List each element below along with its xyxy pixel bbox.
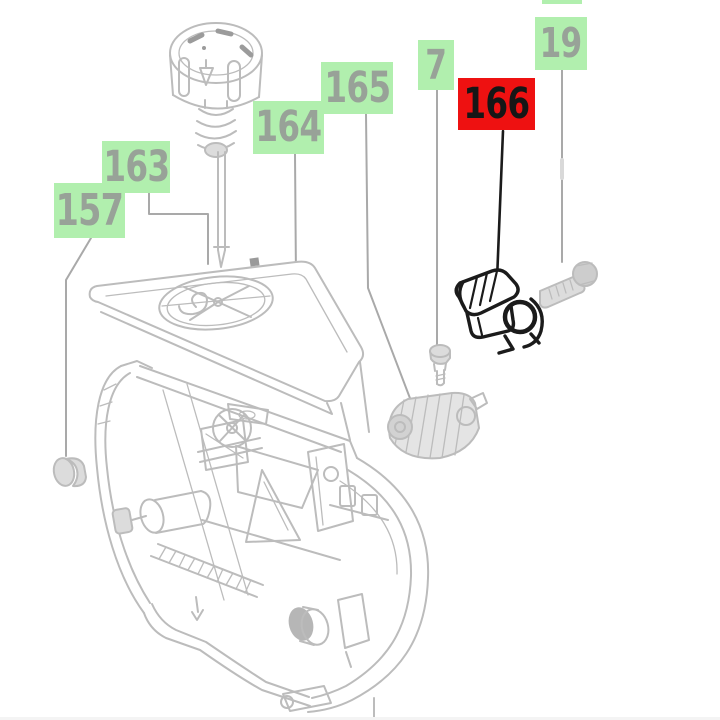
spring-drawing	[195, 99, 237, 158]
switch-part-166-drawing	[454, 268, 544, 355]
cover-plate-drawing	[88, 257, 365, 425]
image-bottom-edge	[0, 717, 720, 720]
part-label-164[interactable]: 164	[253, 101, 324, 154]
part-label-157[interactable]: 157	[54, 183, 125, 238]
part-number-text: 165	[324, 62, 391, 113]
rod-drawing	[213, 151, 230, 268]
leader-lines	[65, 69, 564, 457]
part-label-165[interactable]: 165	[321, 62, 393, 114]
part-label-166-selected[interactable]: 166	[458, 78, 535, 130]
part-number-text: 164	[255, 102, 323, 152]
part-number-text: 7	[425, 40, 448, 89]
part-label-163[interactable]: 163	[102, 141, 170, 193]
bolt-part-7-drawing	[429, 344, 451, 387]
screw-part-19-drawing	[539, 261, 598, 309]
leader-line-164	[294, 153, 297, 281]
housing-drawing	[94, 360, 430, 720]
part-label-cropped-top	[542, 0, 582, 4]
part-number-text: 157	[55, 184, 124, 236]
part-number-text: 163	[103, 141, 170, 192]
clamp-nut-part-157-drawing	[52, 457, 87, 488]
leader-line-163	[148, 192, 209, 265]
part-label-19[interactable]: 19	[535, 17, 587, 70]
leader-line-157	[65, 237, 92, 457]
roller-bracket-part-165-drawing	[387, 391, 488, 460]
knob-drawing	[169, 22, 263, 110]
part-number-text: 19	[540, 19, 583, 67]
part-label-7[interactable]: 7	[418, 40, 454, 90]
part-number-text: 166	[463, 78, 531, 129]
leader-line-165	[365, 113, 417, 415]
leader-line-166	[495, 129, 505, 282]
